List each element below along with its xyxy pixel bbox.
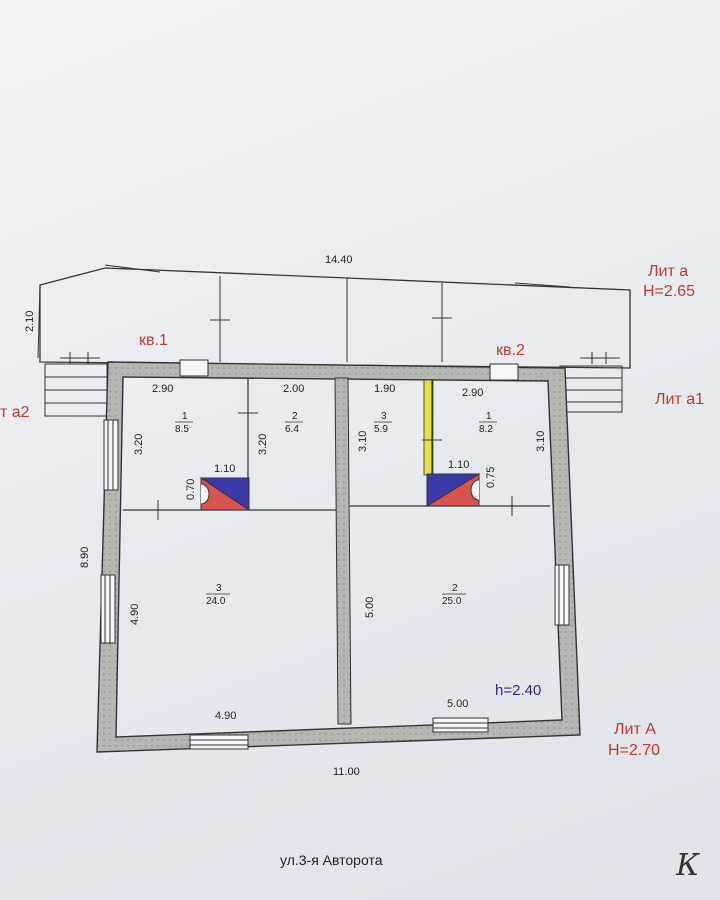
veranda-window — [514, 282, 571, 288]
dim-room2-width: 2.00 — [283, 383, 304, 395]
dim-stove1-height: 0.70 — [185, 479, 197, 500]
dim-room3-height: 3.10 — [357, 431, 369, 452]
lit-a-height: H=2.65 — [643, 283, 696, 300]
lit-a1-label: Лит а1 — [655, 391, 705, 408]
windows — [100, 359, 570, 750]
dim-room3-width: 1.90 — [374, 383, 395, 395]
room-number: 1 — [486, 411, 492, 422]
dim-veranda-depth: 2.10 — [24, 311, 36, 332]
right-stairs — [559, 352, 623, 413]
dim-stove1-width: 1.10 — [214, 463, 235, 475]
dim-total-depth-left: 8.90 — [79, 547, 91, 568]
room-label: 2 25.0 — [442, 583, 466, 607]
room-label: 1 8.2 — [479, 411, 497, 435]
room-area: 5.9 — [374, 424, 388, 435]
room-area: 8.2 — [479, 424, 493, 435]
room-area: 6.4 — [285, 424, 299, 435]
lit-a-label: Лит а — [648, 263, 689, 280]
room-number: 1 — [182, 411, 188, 422]
stove-right — [426, 473, 481, 507]
dim-big-right-width: 5.00 — [447, 698, 468, 710]
stove-left — [199, 477, 250, 511]
dim-stove2-height: 0.75 — [485, 467, 497, 488]
room-number: 2 — [292, 411, 298, 422]
dim-room2-height: 3.20 — [257, 434, 269, 455]
apartment-1-label: кв.1 — [139, 332, 168, 349]
veranda-window — [37, 284, 41, 359]
room-label: 2 6.4 — [285, 411, 303, 435]
ceiling-height: h=2.40 — [495, 682, 542, 699]
room-area: 25.0 — [442, 596, 462, 607]
dim-big-left-height: 4.90 — [129, 604, 141, 625]
room-label: 3 24.0 — [206, 583, 230, 607]
dim-total-width-top: 14.40 — [325, 254, 353, 266]
veranda-window — [104, 264, 161, 273]
veranda-outline — [39, 267, 631, 369]
dim-room1-height: 3.20 — [133, 434, 145, 455]
room-area: 8.5 — [175, 424, 189, 435]
lit-A-height: H=2.70 — [608, 742, 661, 759]
door-marks — [145, 405, 525, 520]
signature-mark: К — [676, 848, 700, 883]
dim-big-left-width: 4.90 — [215, 710, 236, 722]
dim-stove2-width: 1.10 — [448, 459, 469, 471]
apartment-2-label: кв.2 — [496, 342, 525, 359]
dim-big-right-height: 5.00 — [364, 597, 376, 618]
room-number: 3 — [216, 583, 222, 594]
dim-room1-width: 2.90 — [152, 383, 173, 395]
room-label: 1 8.5 — [175, 411, 193, 435]
lit-A-label: Лит А — [614, 721, 656, 738]
dim-total-width-bottom: 11.00 — [333, 766, 360, 778]
room-area: 24.0 — [206, 596, 226, 607]
central-wall — [334, 377, 352, 725]
room-label: 3 5.9 — [374, 411, 392, 435]
street-name: ул.3-я Авторота — [280, 852, 383, 868]
lit-a2-label: т а2 — [0, 404, 30, 421]
room-number: 2 — [452, 583, 458, 594]
dim-room4-width: 2.90 — [462, 387, 483, 399]
room-number: 3 — [381, 411, 387, 422]
dim-room4-height: 3.10 — [535, 431, 547, 452]
